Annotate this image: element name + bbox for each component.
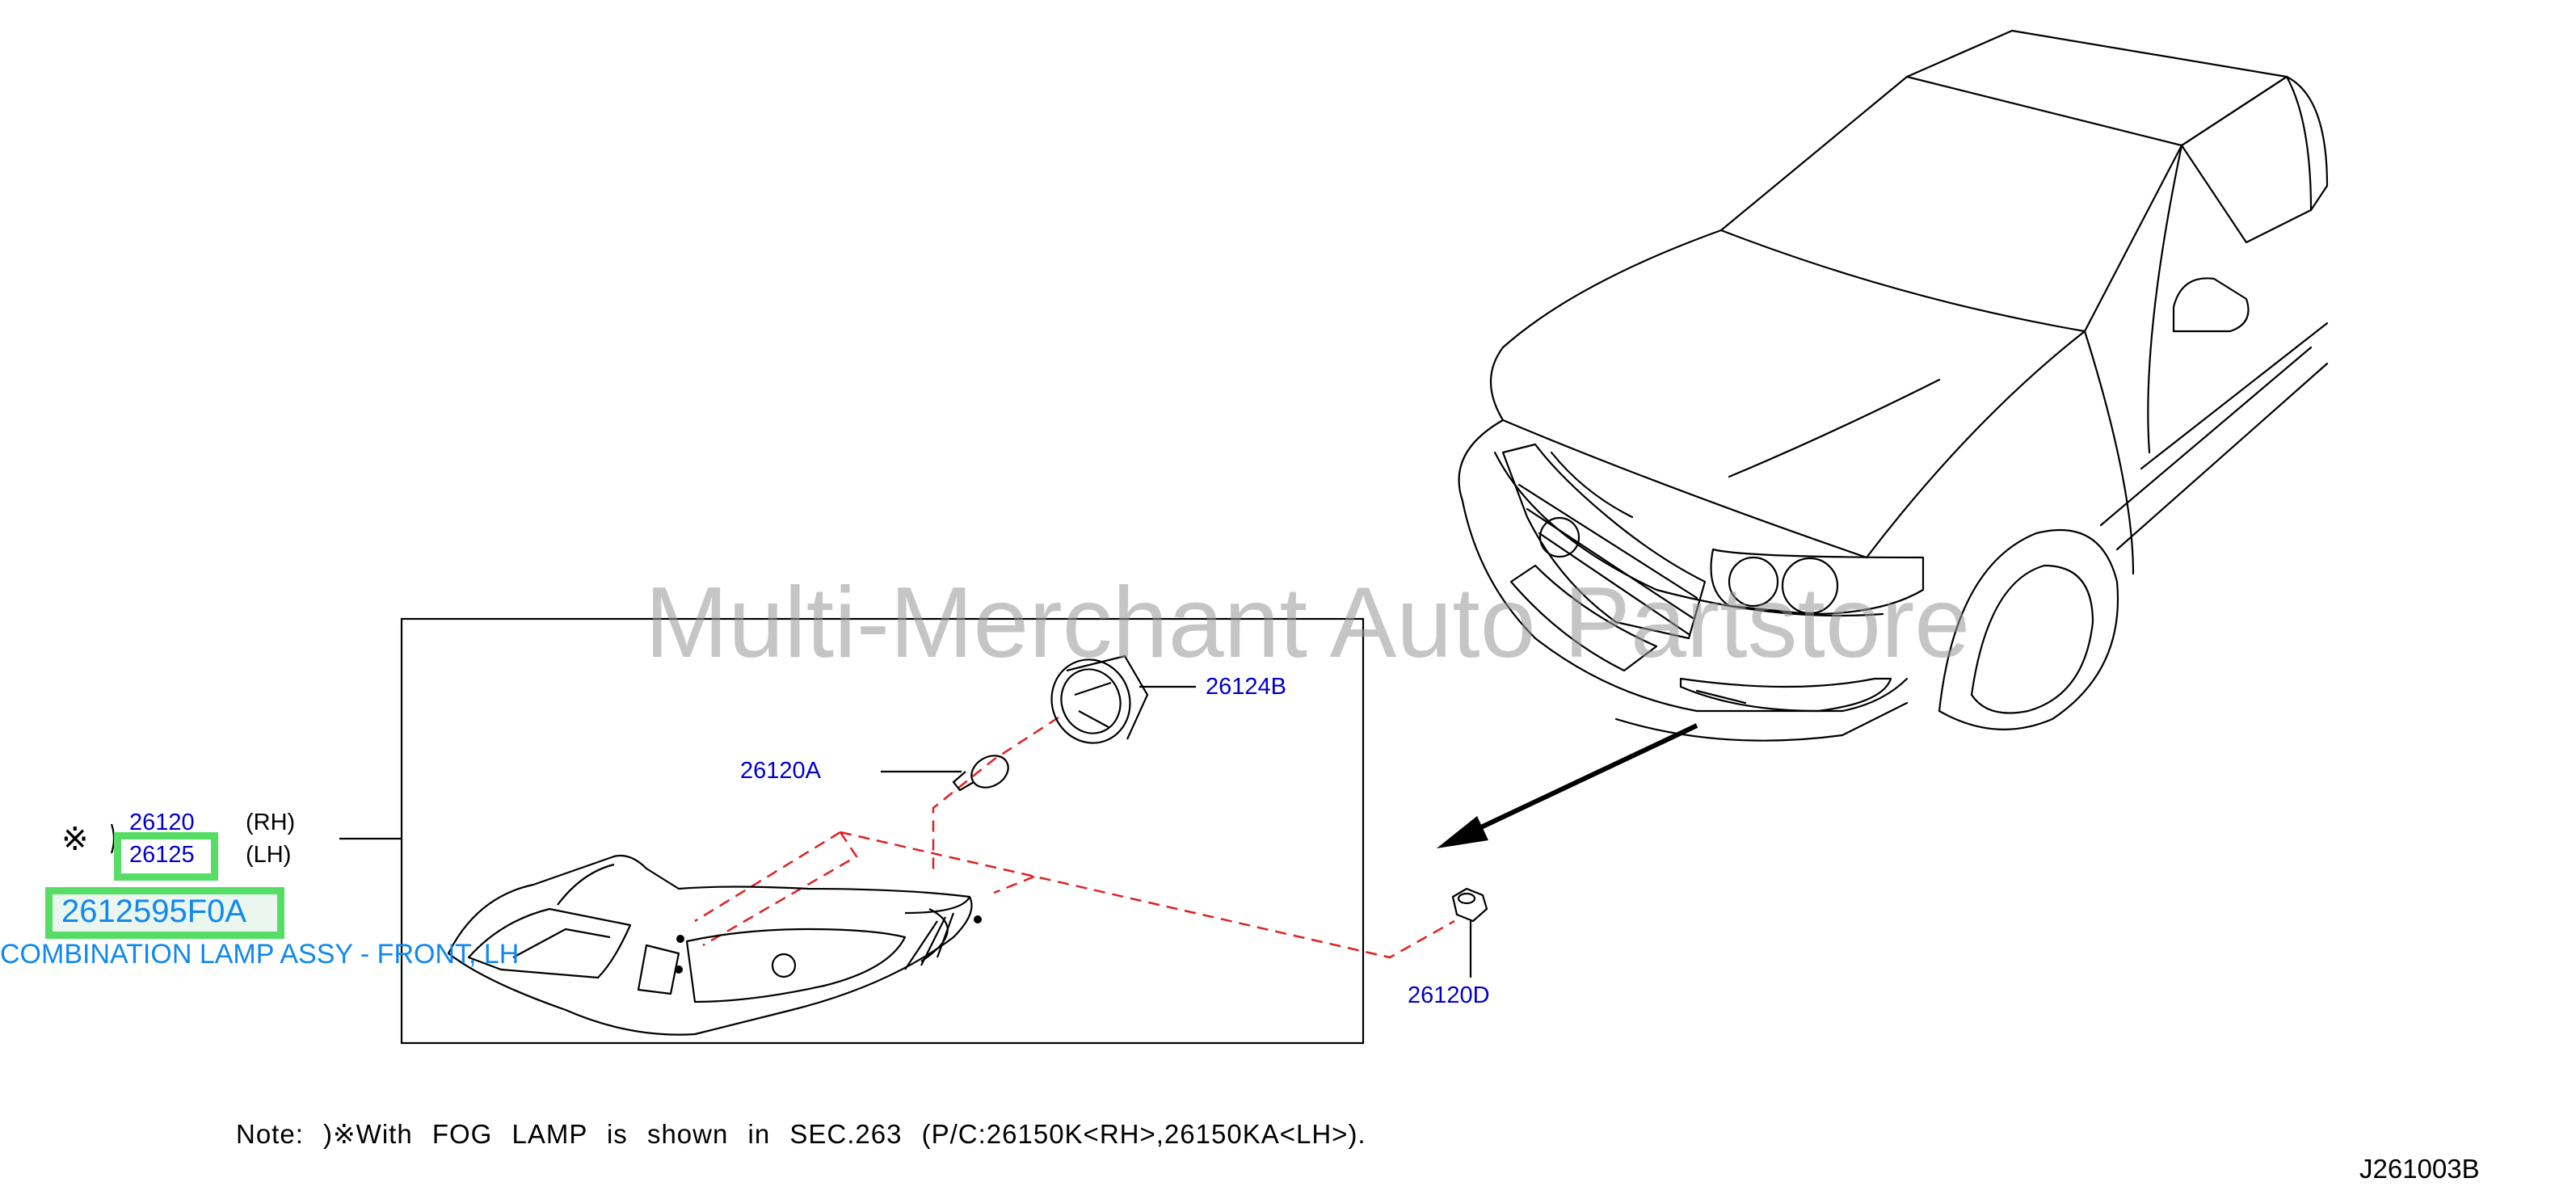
bulb-drawing (881, 755, 1009, 792)
callout-26124B[interactable]: 26124B (1206, 674, 1286, 700)
asterisk-mark: ※ (61, 822, 89, 857)
part-description[interactable]: COMBINATION LAMP ASSY - FRONT, LH (0, 939, 520, 970)
socket-drawing (1050, 654, 1196, 744)
grommet-drawing (1451, 887, 1488, 978)
detail-frame (400, 617, 1365, 1045)
callout-26120[interactable]: 26120 (129, 810, 195, 835)
combination-lamp-drawing (447, 854, 973, 1036)
guide-lines (694, 716, 1455, 959)
callout-26125[interactable]: 26125 (129, 842, 195, 868)
part-number[interactable]: 2612595F0A (61, 894, 247, 929)
highlight-part-number-box (45, 887, 284, 939)
highlight-26125 (114, 832, 218, 881)
watermark: Multi-Merchant Auto Partstore (645, 567, 1971, 679)
side-rh: (RH) (246, 810, 296, 835)
callout-26120D[interactable]: 26120D (1408, 982, 1490, 1008)
side-lh: (LH) (246, 842, 292, 868)
footnote: Note: )※With FOG LAMP is shown in SEC.26… (236, 1119, 1366, 1149)
direction-arrow (1437, 723, 1698, 848)
callout-26120A[interactable]: 26120A (740, 758, 821, 784)
car-illustration (1458, 29, 2329, 742)
diagram-code: J261003B (2359, 1154, 2480, 1184)
